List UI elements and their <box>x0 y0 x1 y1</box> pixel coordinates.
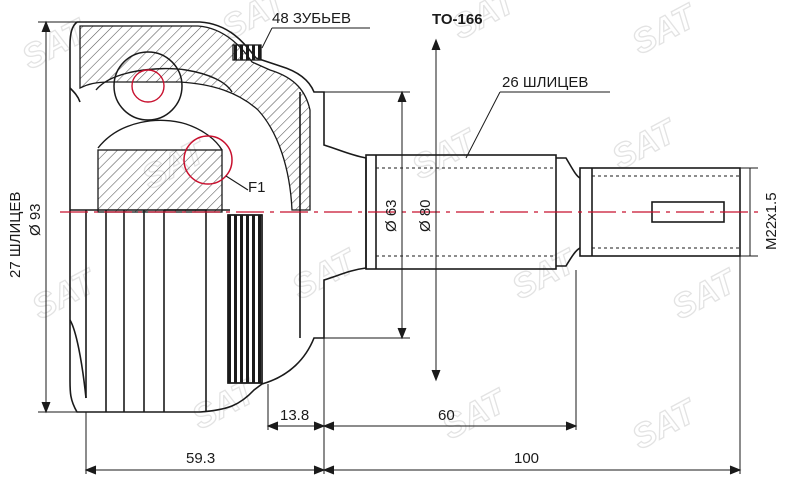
dimensions <box>38 20 758 475</box>
watermark-logo: SAT <box>26 261 105 327</box>
inner-splines-label: 27 ШЛИЦЕВ <box>7 192 24 278</box>
dim-100-label: 100 <box>514 450 539 467</box>
outer-diameter-label: Ø 93 <box>27 203 44 236</box>
f1-label: F1 <box>248 179 266 196</box>
watermark-logo: SAT <box>666 261 745 327</box>
diameter-80-label: Ø 80 <box>417 199 434 232</box>
thread-label: M22x1.5 <box>763 192 780 250</box>
outer-splines-label: 26 ШЛИЦЕВ <box>502 74 588 91</box>
part-number: TO-166 <box>432 11 483 28</box>
ball <box>113 51 183 121</box>
watermark-logo: SAT <box>626 0 705 62</box>
dim-13-8-label: 13.8 <box>280 407 309 424</box>
diameter-63-label: Ø 63 <box>383 199 400 232</box>
watermark-logo: SAT <box>606 111 685 177</box>
dim-60-label: 60 <box>438 407 455 424</box>
teeth-label: 48 ЗУБЬЕВ <box>272 10 351 27</box>
dim-59-3-label: 59.3 <box>186 450 215 467</box>
tooth-marker <box>232 44 262 61</box>
watermark-logo: SAT <box>626 391 705 457</box>
watermark-logo: SAT <box>286 241 365 307</box>
watermark-logo: SAT <box>406 121 485 187</box>
abs-ring <box>227 214 263 384</box>
f1-leader <box>225 175 249 191</box>
housing <box>69 21 367 413</box>
watermark-logo: SAT <box>506 241 585 307</box>
detail-f1-circle <box>183 135 233 185</box>
